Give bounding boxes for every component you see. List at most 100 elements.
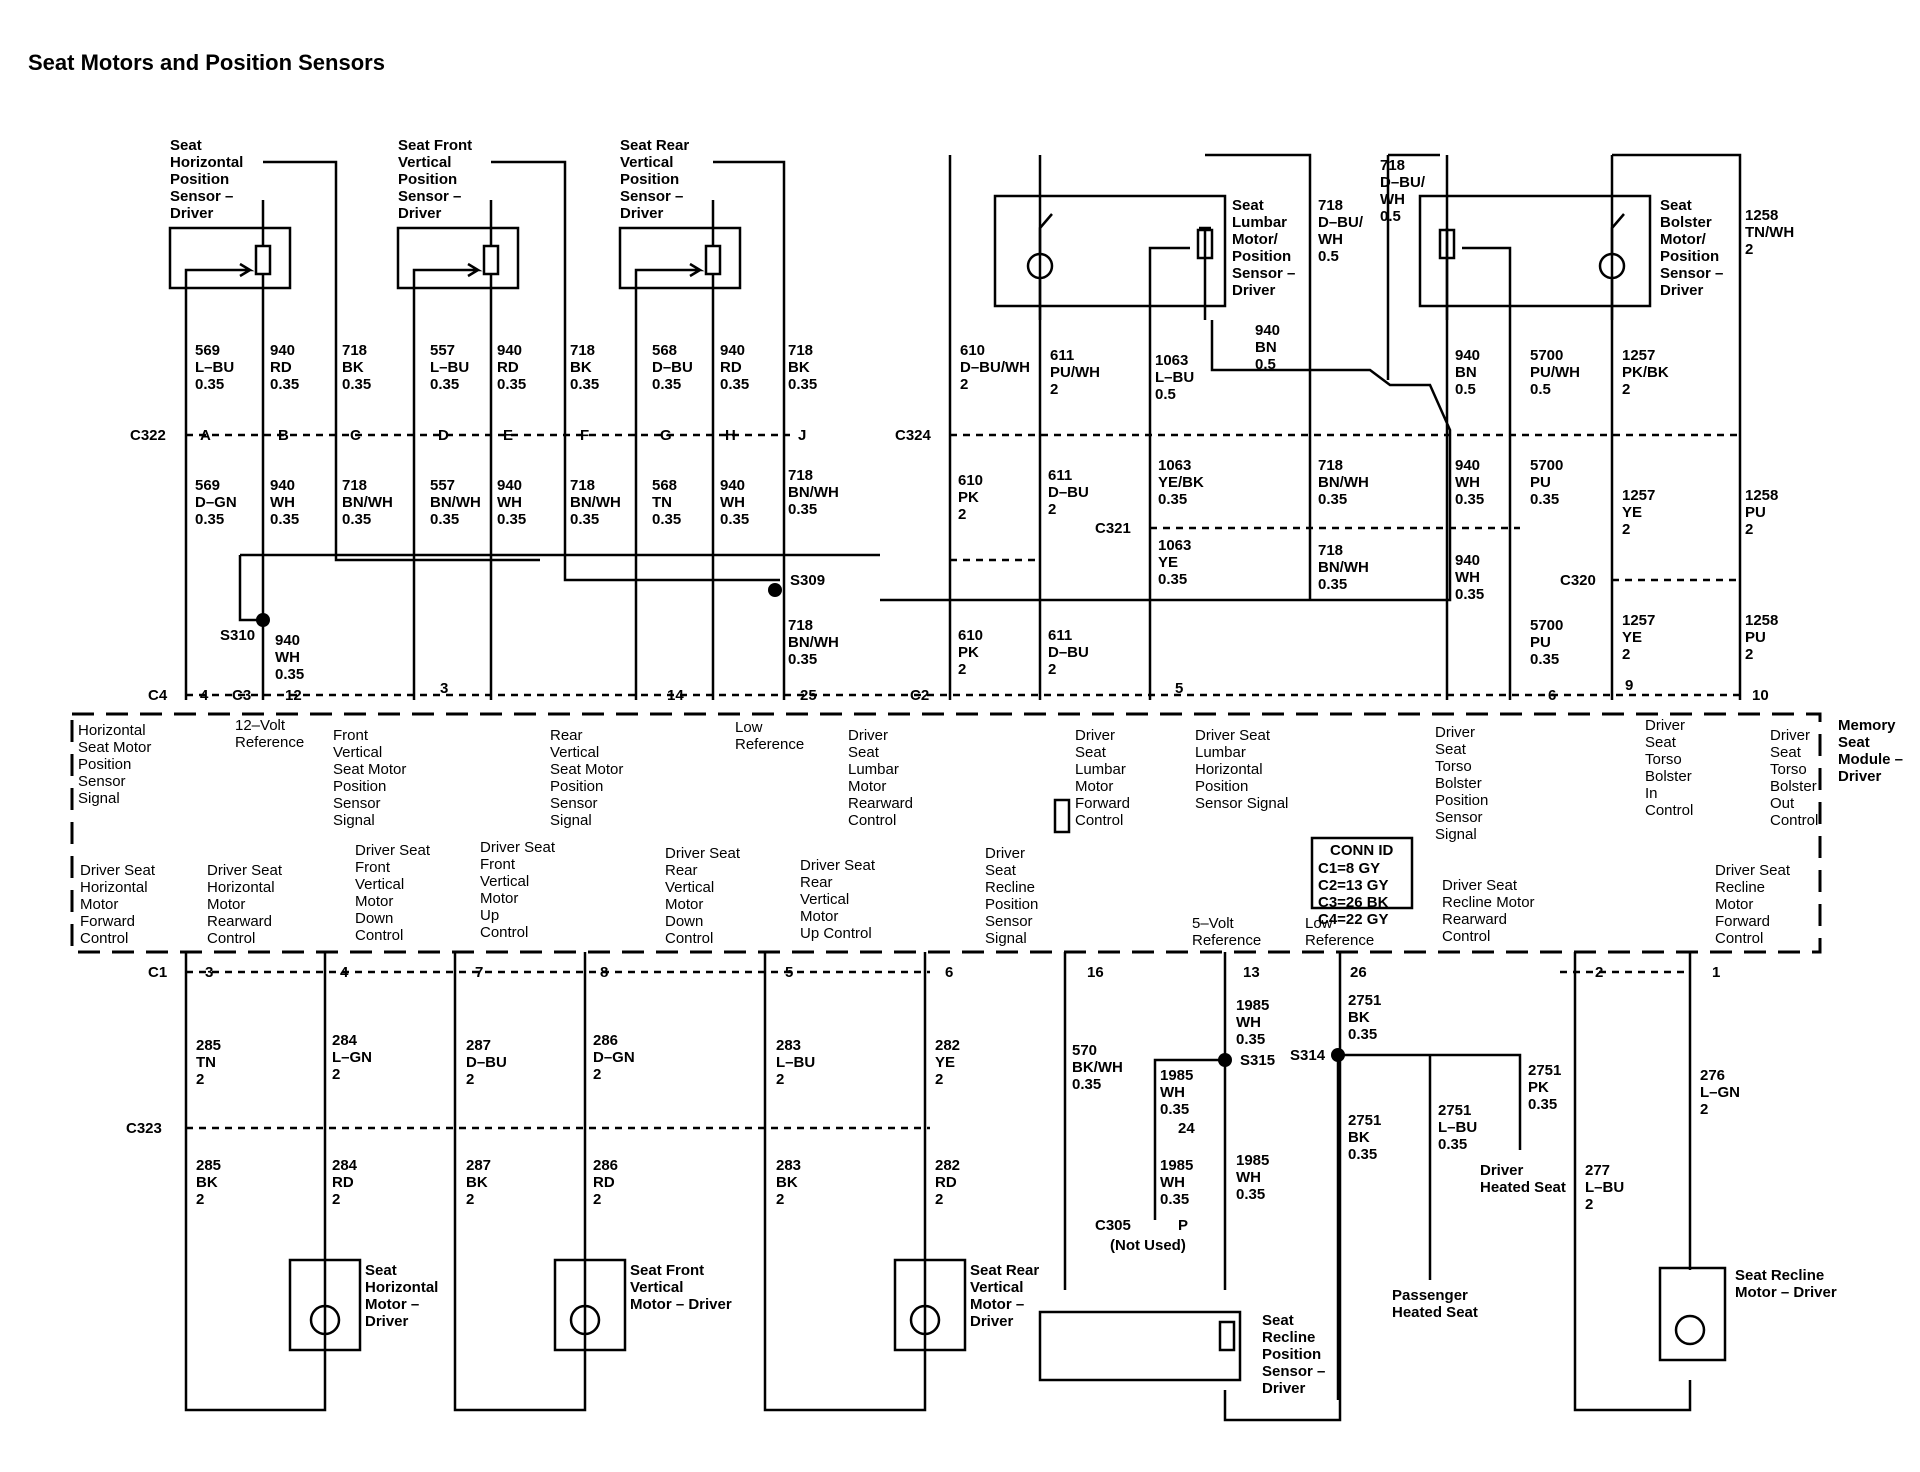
c321: C321 bbox=[1095, 520, 1131, 537]
pin: 3 bbox=[440, 680, 448, 697]
horizontal-position-sensor bbox=[168, 200, 292, 300]
rear-vertical-position-sensor bbox=[618, 200, 742, 300]
lower-wire-runs bbox=[184, 952, 1692, 1422]
diagram-title: Seat Motors and Position Sensors bbox=[28, 50, 385, 75]
pin: 9 bbox=[1625, 677, 1633, 694]
pin: 4 bbox=[340, 964, 349, 981]
top-wire-runs bbox=[184, 153, 1742, 700]
horizontal-motor bbox=[288, 1258, 362, 1352]
c305: C305 bbox=[1095, 1217, 1131, 1234]
pin: 10 bbox=[1752, 687, 1769, 704]
recline-sensor-resistor bbox=[1053, 798, 1071, 834]
pin: B bbox=[278, 427, 289, 444]
pin: 12 bbox=[285, 687, 302, 704]
pin: 6 bbox=[945, 964, 953, 981]
bolster-motor-sensor bbox=[1418, 194, 1652, 320]
c2: C2 bbox=[910, 687, 929, 704]
conn-id-title: CONN ID bbox=[1330, 842, 1394, 859]
splice-s310 bbox=[256, 613, 270, 627]
conn-id-c1: C1=8 GY bbox=[1318, 860, 1380, 877]
conn-id-box bbox=[1310, 836, 1414, 910]
pin: P bbox=[1178, 1217, 1188, 1234]
c323: C323 bbox=[126, 1120, 162, 1137]
s314: S314 bbox=[1290, 1047, 1326, 1064]
pin: 14 bbox=[667, 687, 684, 704]
conn-id-c2: C2=13 GY bbox=[1318, 877, 1388, 894]
c1-a: C1 bbox=[148, 964, 167, 981]
conn-id-c4: C4=22 GY bbox=[1318, 911, 1388, 928]
pin: G bbox=[660, 427, 672, 444]
front-vertical-motor bbox=[553, 1258, 627, 1352]
c3-a: C3 bbox=[232, 687, 251, 704]
c324: C324 bbox=[895, 427, 932, 444]
pin: F bbox=[580, 427, 589, 444]
pin: 6 bbox=[1548, 687, 1556, 704]
connector-c320-row bbox=[950, 558, 1740, 582]
label-not-used: (Not Used) bbox=[1110, 1237, 1186, 1254]
pin: 26 bbox=[1350, 964, 1367, 981]
